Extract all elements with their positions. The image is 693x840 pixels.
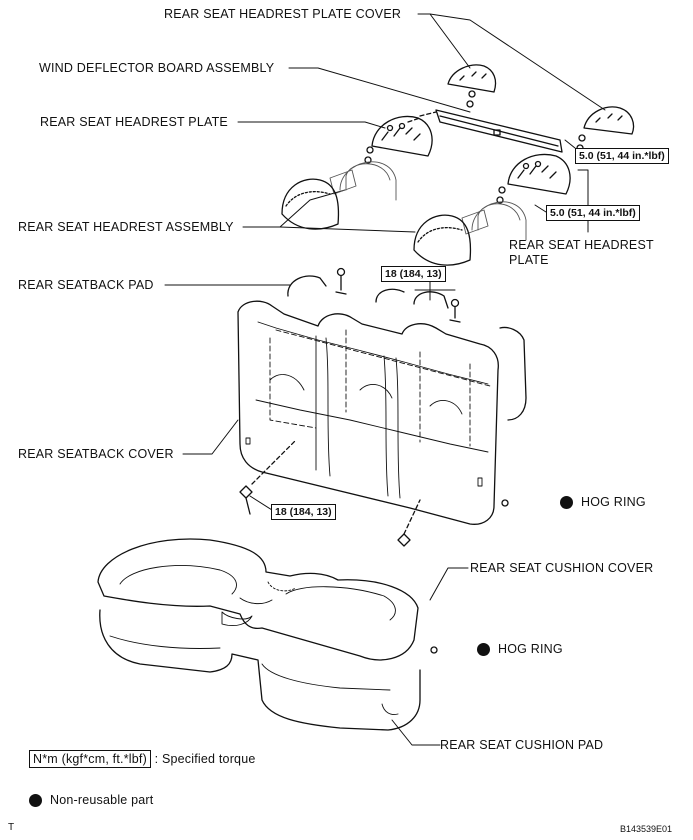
label-headrest-plate-right: REAR SEAT HEADREST PLATE [509,238,654,267]
label-cushion-pad: REAR SEAT CUSHION PAD [440,738,604,752]
seatback-assembly [237,267,527,547]
hog-ring-text-2: HOG RING [498,642,563,656]
label-headrest-assembly: REAR SEAT HEADREST ASSEMBLY [18,220,234,234]
hog-ring-part-2 [430,646,438,654]
headrest-plate-right [496,153,571,204]
label-cushion-cover: REAR SEAT CUSHION COVER [470,561,654,575]
label-headrest-plate-left: REAR SEAT HEADREST PLATE [40,115,228,129]
legend-torque-unit: N*m (kgf*cm, ft.*lbf) [29,750,151,768]
nonreusable-dot-icon [29,794,42,808]
label-hog-ring-1: HOG RING [560,495,646,510]
torque-box-2: 5.0 (51, 44 in.*lbf) [546,205,640,221]
legend-torque-text: : Specified torque [154,752,256,766]
legend-nonreusable: Non-reusable part [29,793,153,808]
hog-ring-part-1 [501,499,509,507]
label-hog-ring-2: HOG RING [477,642,563,657]
headrest-assembly-right [413,214,472,266]
torque-box-4: 18 (184, 13) [271,504,336,520]
headrest-plate-cover-right [576,106,635,152]
torque-box-3: 18 (184, 13) [381,266,446,282]
legend-torque: N*m (kgf*cm, ft.*lbf) : Specified torque [29,750,256,768]
label-seatback-pad: REAR SEATBACK PAD [18,278,154,292]
headrest-plate-left [364,115,433,164]
nonreusable-dot-icon [560,496,573,510]
headrest-assembly-left [281,178,340,230]
figure-id: B143539E01 [620,824,673,834]
label-wind-deflector: WIND DEFLECTOR BOARD ASSEMBLY [39,61,275,75]
headrest-frame-ghost-right [461,201,527,241]
footer-left-mark: T [8,822,15,833]
label-seatback-cover: REAR SEATBACK COVER [18,447,174,461]
label-headrest-plate-cover: REAR SEAT HEADREST PLATE COVER [164,7,402,21]
hog-ring-text-1: HOG RING [581,495,646,509]
torque-box-1: 5.0 (51, 44 in.*lbf) [575,148,669,164]
nonreusable-dot-icon [477,643,490,657]
headrest-frame-ghost-left [329,161,397,201]
wind-deflector-board [407,109,563,153]
headrest-plate-cover-left [447,64,497,108]
seat-cushion-assembly [97,538,421,731]
legend-nonreusable-text: Non-reusable part [50,793,154,807]
